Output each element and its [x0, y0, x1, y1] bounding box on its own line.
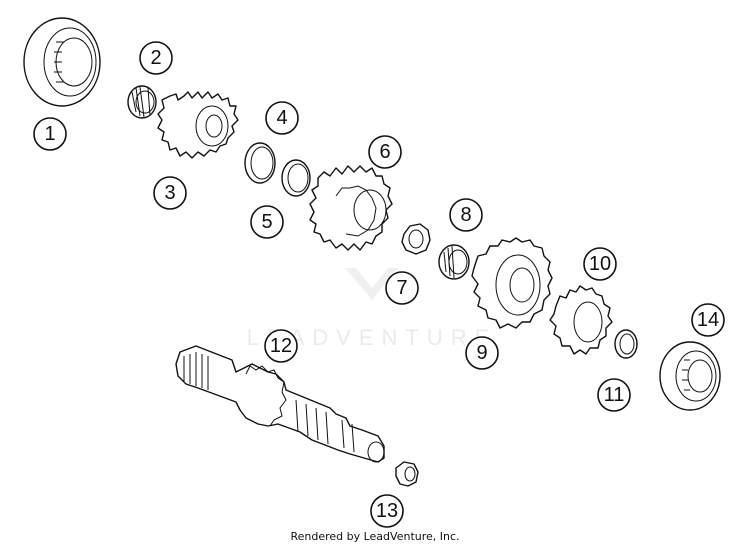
- part-5-thrust-washer[interactable]: [281, 159, 311, 197]
- part-7-lock-washer[interactable]: [401, 223, 431, 255]
- svg-text:9: 9: [476, 342, 487, 364]
- footer-credit: Rendered by LeadVenture, Inc.: [290, 530, 460, 543]
- callout-3: 3: [153, 176, 187, 210]
- callout-10: 10: [583, 247, 617, 281]
- part-12-shaft[interactable]: [175, 345, 385, 463]
- callout-8: 8: [449, 198, 483, 232]
- callout-13: 13: [370, 494, 404, 528]
- part-10-gear[interactable]: [549, 285, 613, 355]
- svg-text:8: 8: [460, 204, 471, 226]
- svg-text:2: 2: [150, 47, 161, 69]
- svg-text:11: 11: [604, 384, 625, 406]
- part-4-thrust-washer[interactable]: [244, 142, 276, 184]
- callout-1: 1: [33, 117, 67, 151]
- callout-2: 2: [139, 41, 173, 75]
- svg-text:4: 4: [276, 107, 287, 129]
- svg-text:6: 6: [379, 141, 390, 163]
- svg-text:1: 1: [44, 123, 55, 145]
- part-3-gear[interactable]: [157, 91, 239, 159]
- callout-4: 4: [265, 101, 299, 135]
- callout-9: 9: [465, 336, 499, 370]
- part-1-bearing[interactable]: [23, 17, 101, 107]
- svg-text:10: 10: [589, 253, 611, 275]
- svg-text:12: 12: [270, 335, 292, 357]
- callout-6: 6: [368, 135, 402, 169]
- svg-text:7: 7: [396, 277, 407, 299]
- callout-7: 7: [385, 271, 419, 305]
- callout-5: 5: [250, 205, 284, 239]
- part-8-needle-bearing[interactable]: [438, 244, 470, 280]
- callout-14: 14: [691, 303, 725, 337]
- svg-text:3: 3: [164, 182, 175, 204]
- part-2-needle-bearing[interactable]: [127, 85, 157, 119]
- part-9-gear[interactable]: [471, 237, 553, 329]
- part-13-bushing[interactable]: [395, 461, 419, 487]
- svg-text:13: 13: [376, 500, 398, 522]
- part-11-washer[interactable]: [614, 329, 638, 359]
- part-14-bearing[interactable]: [659, 341, 721, 411]
- callout-12: 12: [264, 329, 298, 363]
- callout-11: 11: [597, 378, 631, 412]
- svg-text:5: 5: [261, 211, 272, 233]
- svg-text:14: 14: [697, 309, 719, 331]
- part-6-double-gear[interactable]: [309, 165, 393, 251]
